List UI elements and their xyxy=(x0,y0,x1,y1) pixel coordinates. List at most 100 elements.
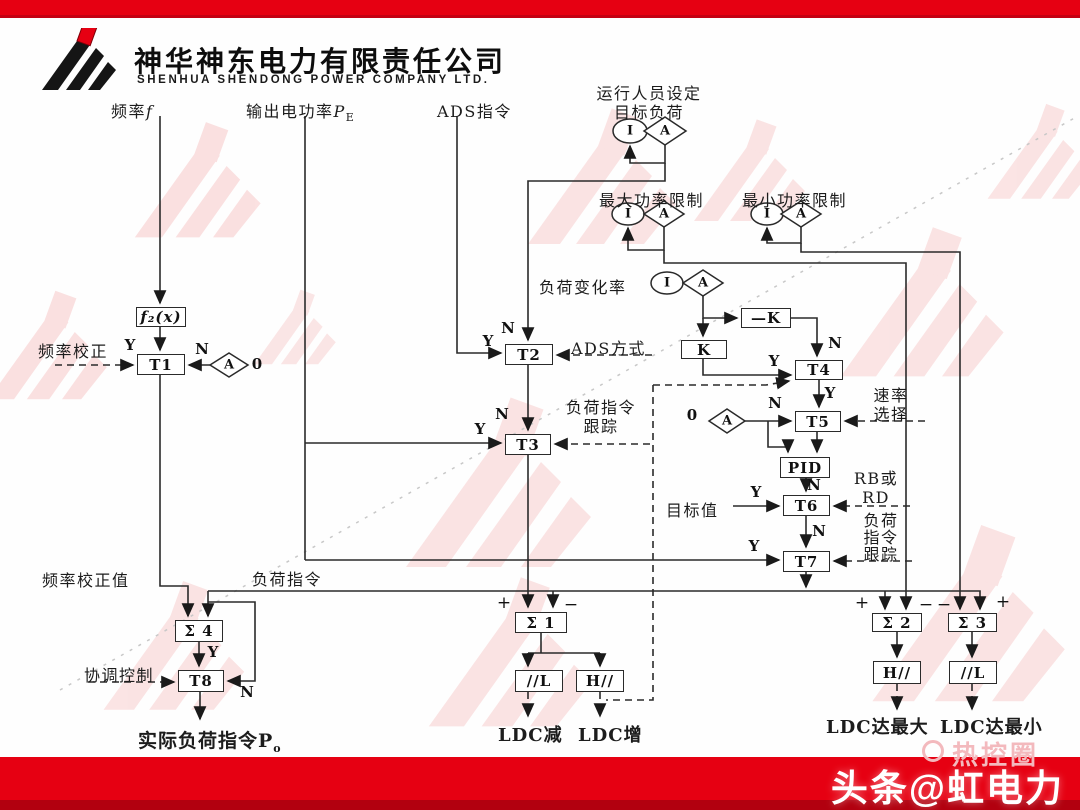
branch-yes: Y xyxy=(750,483,762,501)
branch-no: N xyxy=(495,405,509,423)
block-t5: T5 xyxy=(795,411,841,432)
sum-plus: + xyxy=(496,593,512,613)
track7-line2: 指令 xyxy=(863,528,899,547)
sum-plus: + xyxy=(854,593,870,613)
company-logo xyxy=(38,21,134,98)
annotation-coordination: 协调控制 xyxy=(84,666,155,685)
top-red-bar xyxy=(0,0,1080,18)
power-text: 输出电功率 xyxy=(246,102,334,121)
frequency-text: 频率 xyxy=(111,102,147,121)
block-sum2: Σ 2 xyxy=(872,613,922,632)
rb-rd-line1: RB或 xyxy=(853,469,899,488)
branch-no: N xyxy=(501,319,515,337)
manual-letter: I xyxy=(626,123,634,139)
block-sum1: Σ 1 xyxy=(515,612,567,633)
input-operator-target: 运行人员设定 目标负荷 xyxy=(583,84,715,122)
input-power-output: 输出电功率PE xyxy=(246,98,355,124)
manual-letter: I xyxy=(763,206,771,222)
input-target-value: 目标值 xyxy=(666,501,719,520)
block-f2x: f₂(x) xyxy=(136,307,186,327)
load-track-line1: 负荷指令 xyxy=(565,398,636,417)
actual-load-text: 实际负荷指令P xyxy=(138,730,274,752)
brand-circle-icon xyxy=(922,740,944,762)
rate-select-line1: 速率 xyxy=(873,386,909,405)
branch-yes: Y xyxy=(768,352,780,370)
auto-letter: A xyxy=(223,357,235,373)
branch-no: N xyxy=(240,683,254,701)
credit-watermark: 头条@虹电力 xyxy=(830,768,1064,809)
block-low-limit-right: //L xyxy=(949,661,997,684)
company-name-cn: 神华神东电力有限责任公司 xyxy=(134,46,507,77)
solid-connectors xyxy=(153,116,987,721)
block-t2: T2 xyxy=(505,344,553,365)
selector-shapes xyxy=(208,116,823,434)
block-t8: T8 xyxy=(178,670,224,692)
rb-rd-line2: RD xyxy=(862,488,890,507)
branch-yes: Y xyxy=(207,643,219,661)
zero-constant: 0 xyxy=(251,355,263,373)
annotation-freq-correction: 频率校正 xyxy=(38,342,109,361)
auto-diamond xyxy=(681,269,725,297)
block-t4: T4 xyxy=(795,360,843,380)
operator-target-line2: 目标负荷 xyxy=(613,103,684,122)
sum-minus: − xyxy=(563,595,579,615)
block-t3: T3 xyxy=(505,434,551,455)
load-track-line2: 跟踪 xyxy=(583,417,619,436)
branch-yes: Y xyxy=(474,420,486,438)
company-name-en: SHENHUA SHENDONG POWER COMPANY LTD. xyxy=(137,74,490,86)
input-load-rate: 负荷变化率 xyxy=(539,278,627,297)
power-var: P xyxy=(333,102,346,121)
annotation-track7: 负荷 指令 跟踪 xyxy=(852,512,910,563)
company-logo-icon xyxy=(42,21,116,90)
auto-diamond xyxy=(707,408,747,434)
annotation-load-track: 负荷指令 跟踪 xyxy=(556,398,646,436)
auto-letter: A xyxy=(658,206,670,222)
block-sum4: Σ 4 xyxy=(175,620,223,642)
block-high-limit-right: H// xyxy=(873,661,921,684)
branch-yes: Y xyxy=(748,537,760,555)
brand-watermark: 热控圈 xyxy=(952,740,1040,770)
branch-yes: Y xyxy=(482,332,494,350)
branch-no: N xyxy=(768,394,782,412)
operator-target-line1: 运行人员设定 xyxy=(596,84,702,103)
block-sum3: Σ 3 xyxy=(948,613,997,632)
block-k: K xyxy=(681,340,727,359)
output-ldc-decrease: LDC减 xyxy=(498,725,563,746)
auto-diamond xyxy=(642,200,686,228)
block-t7: T7 xyxy=(783,551,830,572)
output-ldc-increase: LDC增 xyxy=(578,725,643,746)
auto-letter: A xyxy=(795,206,807,222)
auto-diamond xyxy=(779,200,823,228)
branch-no: N xyxy=(195,340,209,358)
branch-yes: Y xyxy=(124,336,136,354)
branch-no: N xyxy=(807,476,821,494)
auto-letter: A xyxy=(697,275,709,291)
sum-minus: − xyxy=(918,595,934,615)
auto-diamond xyxy=(642,116,688,146)
block-low-limit-left: //L xyxy=(515,670,563,692)
manual-letter: I xyxy=(624,206,632,222)
auto-letter: A xyxy=(659,123,671,139)
input-max-power-limit: 最大功率限制 xyxy=(599,191,705,210)
frequency-var: f xyxy=(146,102,154,121)
block-high-limit-left: H// xyxy=(576,670,624,692)
input-ads-command: ADS指令 xyxy=(437,102,512,121)
block-pid: PID xyxy=(780,457,830,478)
auto-diamond xyxy=(208,352,250,378)
zero-constant: 0 xyxy=(686,406,698,424)
track7-line3: 跟踪 xyxy=(863,545,899,564)
annotation-load-command: 负荷指令 xyxy=(252,570,323,589)
output-ldc-min: LDC达最小 xyxy=(940,717,1043,738)
auto-letter: A xyxy=(721,413,733,429)
track7-line1: 负荷 xyxy=(863,511,899,530)
block-t6: T6 xyxy=(783,495,830,516)
annotation-rate-select: 速率 选择 xyxy=(860,386,922,424)
annotation-rb-rd: RB或 RD xyxy=(843,469,909,507)
input-min-power-limit: 最小功率限制 xyxy=(742,191,848,210)
rate-select-line2: 选择 xyxy=(873,405,909,424)
branch-no: N xyxy=(812,522,826,540)
annotation-freq-corr-value: 频率校正值 xyxy=(42,571,130,590)
output-actual-load: 实际负荷指令Po xyxy=(138,726,282,755)
